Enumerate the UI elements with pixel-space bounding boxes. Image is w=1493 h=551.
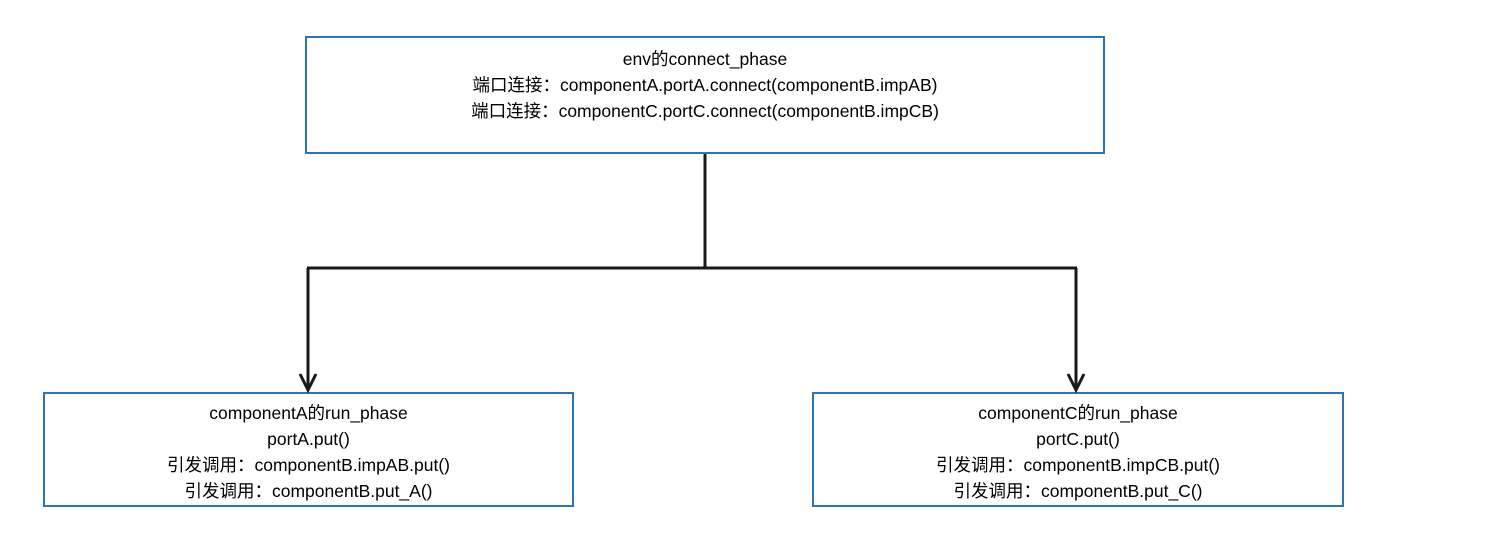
env-connect-phase-box[interactable]: env的connect_phase 端口连接：componentA.portA.… xyxy=(305,36,1105,154)
env-connect-phase-line-3: 端口连接：componentC.portC.connect(componentB… xyxy=(471,101,939,121)
arrowhead-componentA-icon xyxy=(298,373,318,394)
componentC-run-phase-line-3: 引发调用：componentB.impCB.put() xyxy=(936,455,1220,475)
componentA-run-phase-line-2: portA.put() xyxy=(267,429,350,449)
componentA-run-phase-line-4: 引发调用：componentB.put_A() xyxy=(184,481,433,501)
env-connect-phase-line-1: env的connect_phase xyxy=(622,49,788,69)
arrowhead-componentC-icon xyxy=(1066,373,1086,394)
componentA-run-phase-line-1: componentA的run_phase xyxy=(209,403,408,423)
env-connect-phase-line-2: 端口连接：componentA.portA.connect(componentB… xyxy=(472,75,938,95)
componentC-run-phase-line-4: 引发调用：componentB.put_C() xyxy=(953,481,1203,501)
componentC-run-phase-line-2: portC.put() xyxy=(1036,429,1120,449)
componentC-run-phase-box[interactable]: componentC的run_phase portC.put() 引发调用：co… xyxy=(812,392,1344,507)
componentC-run-phase-line-1: componentC的run_phase xyxy=(978,403,1178,423)
componentA-run-phase-box[interactable]: componentA的run_phase portA.put() 引发调用：co… xyxy=(43,392,574,507)
componentA-run-phase-line-3: 引发调用：componentB.impAB.put() xyxy=(166,455,450,475)
